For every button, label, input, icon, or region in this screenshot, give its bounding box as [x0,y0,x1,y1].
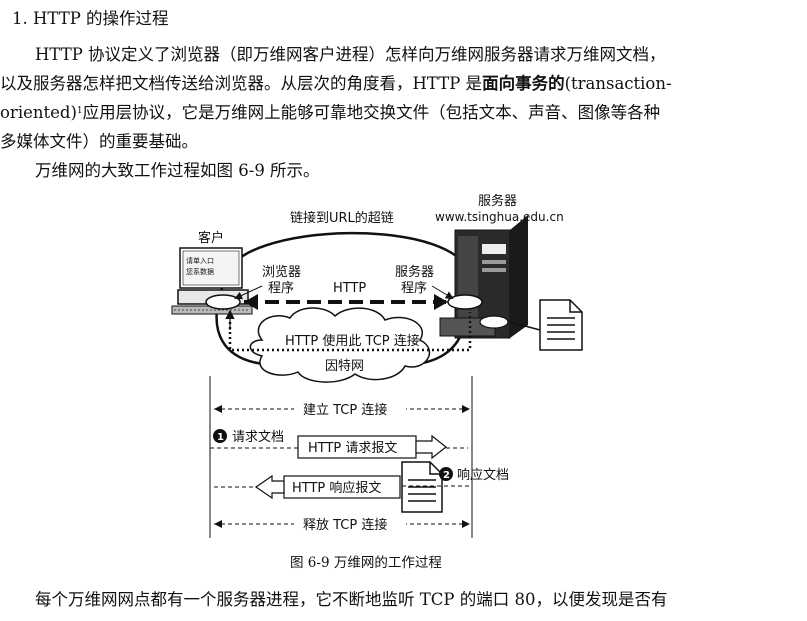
section-title: HTTP 的操作过程 [33,9,169,28]
client-screen-line1: 请单入口 [186,256,214,265]
step2-label: 响应文档 [457,467,509,483]
response-message-label: HTTP 响应报文 [292,480,381,496]
step1-marker [213,429,227,443]
server-document-icon [539,299,583,351]
paragraph1-line3-head: oriented) [0,103,77,122]
paragraph1-line2-text: 以及服务器怎样把文档传送给浏览器。从层次的角度看，HTTP 是 [0,74,483,93]
server-label: 服务器 [478,193,517,209]
step1-number: 1 [217,432,224,443]
browser-program-node [205,294,241,310]
request-message-label: HTTP 请求报文 [308,441,397,456]
server-program-node [447,294,483,310]
footnote-marker: 1 [76,106,83,116]
hyperlink-label: 链接到URL的超链 [290,210,394,226]
paragraph1-line2-tail: (transaction- [564,74,672,93]
request-arrow-head [415,434,447,460]
establish-tcp-label: 建立 TCP 连接 [303,402,387,418]
section-number: 1. [12,9,28,28]
paragraph1-line3: oriented)1应用层协议，它是万维网上能够可靠地交换文件（包括文本、声音、… [0,102,660,124]
section-heading: 1. HTTP 的操作过程 [12,8,169,30]
browser-label-1: 浏览器 [262,264,301,280]
paragraph1-line2: 以及服务器怎样把文档传送给浏览器。从层次的角度看，HTTP 是面向事务的(tra… [0,73,672,95]
server-host: www.tsinghua.edu.cn [435,210,564,224]
step2-marker [439,467,453,481]
internet-cloud [249,307,431,383]
client-computer-icon [171,247,253,315]
paragraph1-line3-text: 应用层协议，它是万维网上能够可靠地交换文件（包括文本、声音、图像等各种 [82,103,661,122]
figure-caption: 图 6-9 万维网的工作过程 [290,555,442,571]
browser-label-2: 程序 [268,281,294,296]
paragraph3: 每个万维网网点都有一个服务器进程，它不断地监听 TCP 的端口 80，以便发现是… [35,590,668,609]
tcp-connection-loop [228,312,472,352]
release-tcp-label: 释放 TCP 连接 [303,517,387,533]
step1-label: 请求文档 [232,430,284,445]
step2-number: 2 [443,470,450,481]
response-arrow-head [254,474,285,500]
paragraph1-line4: 多媒体文件）的重要基础。 [0,132,198,151]
tcp-connection-label: HTTP 使用此 TCP 连接 [285,333,420,349]
client-screen-line2: 您系数据 [186,267,214,276]
http-label: HTTP [333,281,366,296]
server-program-label-2: 程序 [401,281,427,296]
paragraph2: 万维网的大致工作过程如图 6-9 所示。 [35,161,320,180]
client-label: 客户 [198,230,224,246]
server-program-label-1: 服务器 [395,264,434,280]
paragraph1-bold-term: 面向事务的 [482,74,565,93]
paragraph1-line1: HTTP 协议定义了浏览器（即万维网客户进程）怎样向万维网服务器请求万维网文档， [35,45,666,64]
response-document-icon [401,461,443,513]
internet-label: 因特网 [325,359,364,374]
